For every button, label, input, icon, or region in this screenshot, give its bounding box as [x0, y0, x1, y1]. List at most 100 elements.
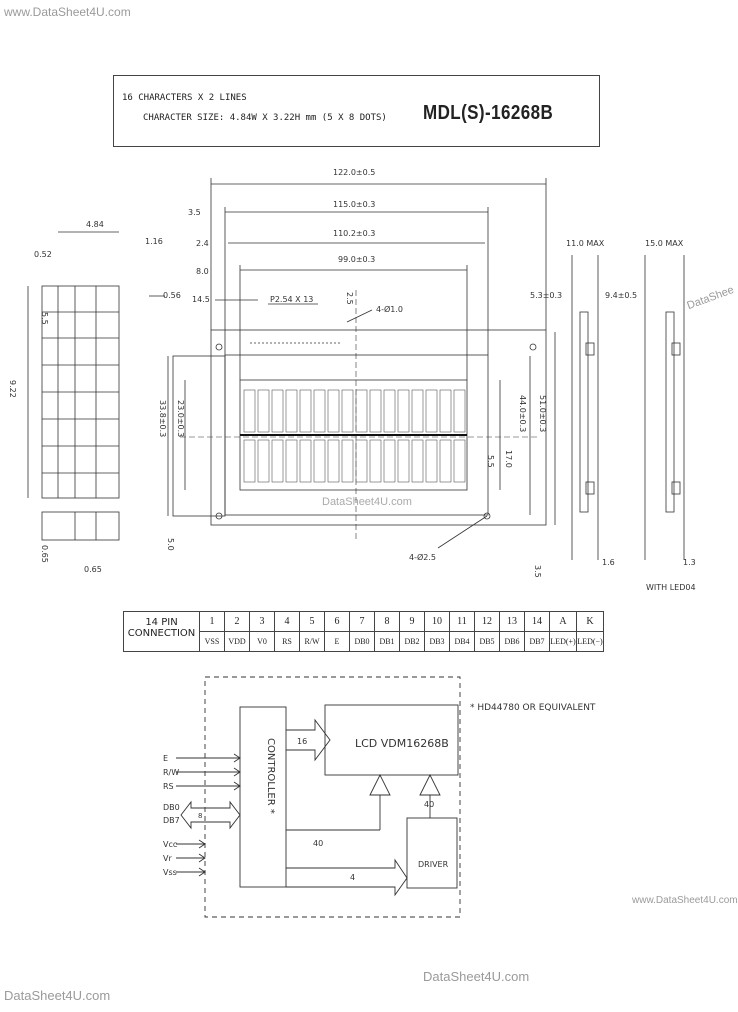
pin-signal: LED(−) — [576, 631, 604, 652]
input-e: E — [163, 754, 168, 763]
driver-block — [406, 817, 458, 889]
controller-label: CONTROLLER * — [265, 738, 276, 814]
watermark-bottom-left: DataSheet4U.com — [4, 988, 111, 1003]
power-vr: Vr — [163, 854, 172, 863]
mechanical-drawing: 122.0±0.5 115.0±0.3 110.2±0.3 99.0±0.3 3… — [8, 168, 696, 592]
bus-16: 16 — [297, 737, 307, 746]
pin-signal: DB4 — [449, 631, 475, 652]
pin-signal: VSS — [199, 631, 225, 652]
power-vcc: Vcc — [163, 840, 177, 849]
dim-mount: 4-Ø2.5 — [409, 552, 436, 562]
character-size: CHARACTER SIZE: 4.84W X 3.22H mm (5 X 8 … — [143, 113, 387, 123]
bus-40-a: 40 — [424, 800, 434, 809]
dim-15-max: 15.0 MAX — [645, 239, 684, 248]
dim-23-0: 23.0±0.3 — [176, 400, 185, 437]
dim-3-5b: 3.5 — [533, 565, 542, 578]
pin-number: 8 — [374, 611, 400, 632]
pin-signal: DB6 — [499, 631, 525, 652]
pin-number: 5 — [299, 611, 325, 632]
model-number: MDL(S)-16268B — [422, 102, 553, 124]
pin-number: 2 — [224, 611, 250, 632]
pin-signal: R/W — [299, 631, 325, 652]
bus-8: 8 — [198, 812, 202, 820]
pin-signal: DB1 — [374, 631, 400, 652]
dim-115: 115.0±0.3 — [333, 200, 375, 209]
dim-5-0: 5.0 — [166, 538, 175, 551]
pin-signal: DB5 — [474, 631, 500, 652]
pin-number: 7 — [349, 611, 375, 632]
dim-51-0: 51.0±0.3 — [538, 395, 547, 432]
module-boundary — [204, 676, 461, 918]
dim-14-5: 14.5 — [192, 295, 210, 304]
lcd-block — [324, 704, 459, 776]
pin-number: 9 — [399, 611, 425, 632]
dim-122: 122.0±0.5 — [333, 168, 375, 177]
dim-0-65b: 0.65 — [40, 545, 49, 563]
dim-1-6: 1.6 — [602, 558, 615, 567]
dim-5-5b: 5.5 — [486, 455, 495, 468]
power-vss: Vss — [163, 868, 177, 877]
dim-33-8: 33.8±0.3 — [158, 400, 167, 437]
input-db0: DB0 — [163, 803, 180, 812]
controller-block — [239, 706, 287, 888]
controller-note: * HD44780 OR EQUIVALENT — [470, 703, 596, 713]
lcd-label: LCD VDM16268B — [355, 737, 449, 750]
input-rs: RS — [163, 782, 174, 791]
character-cells — [243, 389, 466, 483]
led-note: WITH LED04 — [646, 583, 696, 592]
dim-9-4: 9.4±0.5 — [605, 291, 637, 300]
dim-5-3: 5.3±0.3 — [530, 291, 562, 300]
pin-signal: DB0 — [349, 631, 375, 652]
pin-signal: V0 — [249, 631, 275, 652]
dim-5-5: 5.5 — [40, 312, 49, 325]
dim-11-max: 11.0 MAX — [566, 239, 605, 248]
pin-table-title: 14 PIN CONNECTION — [123, 611, 200, 652]
dim-17-0: 17.0 — [504, 450, 513, 468]
pin-signal: VDD — [224, 631, 250, 652]
dim-2-4: 2.4 — [196, 239, 209, 248]
pin-signal: DB2 — [399, 631, 425, 652]
watermark-center: DataSheet4U.com — [322, 496, 412, 508]
dim-1-3: 1.3 — [683, 558, 696, 567]
dim-99: 99.0±0.3 — [338, 255, 375, 264]
pin-number: 11 — [449, 611, 475, 632]
input-db7: DB7 — [163, 816, 180, 825]
pin-signal: E — [324, 631, 350, 652]
pin-signal: DB3 — [424, 631, 450, 652]
dim-holes: 4-Ø1.0 — [376, 304, 403, 314]
pin-number: 12 — [474, 611, 500, 632]
pin-signal: DB7 — [524, 631, 550, 652]
pin-number: A — [549, 611, 577, 632]
dim-char-h: 9.22 — [8, 380, 17, 398]
dim-0-52: 0.52 — [34, 250, 52, 259]
watermark-bottom-right: www.DataSheet4U.com — [632, 895, 738, 906]
character-format: 16 CHARACTERS X 2 LINES — [122, 93, 247, 103]
pcb-outline — [210, 329, 547, 526]
dim-0-56: 0.56 — [163, 291, 181, 300]
pin-number: 1 — [199, 611, 225, 632]
pin-signal: LED(+) — [549, 631, 577, 652]
pin-connection-table: 14 PIN CONNECTION 1 2 3 4 5 6 7 8 9 10 1… — [123, 611, 604, 652]
pin-number: 13 — [499, 611, 525, 632]
pin-signal: RS — [274, 631, 300, 652]
pin-number: 14 — [524, 611, 550, 632]
title-block: 16 CHARACTERS X 2 LINES CHARACTER SIZE: … — [113, 75, 600, 147]
bus-40-b: 40 — [313, 839, 323, 848]
watermark-top-left: www.DataSheet4U.com — [4, 5, 131, 19]
pin-number: 6 — [324, 611, 350, 632]
dim-3-5: 3.5 — [188, 208, 201, 217]
dim-8-0: 8.0 — [196, 267, 209, 276]
pin-number: K — [576, 611, 604, 632]
dim-1-16: 1.16 — [145, 237, 163, 246]
block-diagram: * HD44780 OR EQUIVALENT LCD VDM16268B DR… — [163, 676, 596, 918]
dim-pitch: P2.54 X 13 — [270, 295, 313, 304]
input-rw: R/W — [163, 768, 179, 777]
dim-110: 110.2±0.3 — [333, 229, 375, 238]
driver-label: DRIVER — [418, 860, 449, 869]
dim-0-65: 0.65 — [84, 565, 102, 574]
watermark-bottom-center: DataSheet4U.com — [423, 969, 530, 984]
pin-number: 3 — [249, 611, 275, 632]
bus-4: 4 — [350, 873, 355, 882]
dim-char-w: 4.84 — [86, 220, 104, 229]
pin-number: 4 — [274, 611, 300, 632]
